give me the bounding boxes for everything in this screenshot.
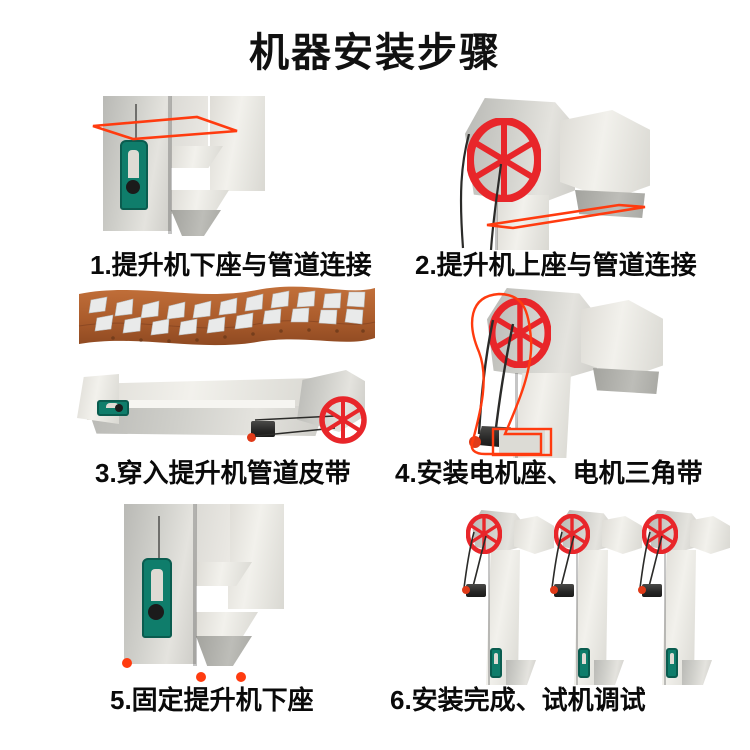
teal-tensioner bbox=[666, 648, 678, 678]
elevator-column-back bbox=[228, 504, 284, 609]
red-anchor-dot-left bbox=[122, 658, 132, 668]
step-panel-4: 4.安装电机座、电机三角带 bbox=[395, 278, 745, 493]
figure-bucket-belt-threading bbox=[75, 278, 390, 458]
elevator-unit-1 bbox=[450, 500, 560, 685]
boot-hopper bbox=[196, 636, 252, 666]
step-caption-3: 3.穿入提升机管道皮带 bbox=[95, 458, 351, 488]
elevator-boot-horizontal bbox=[77, 374, 119, 424]
motor-end-cap bbox=[550, 586, 558, 594]
step-panel-6: 6.安装完成、试机调试 bbox=[390, 500, 730, 715]
step-panel-1: 1.提升机下座与管道连接 bbox=[90, 90, 380, 290]
elevator-unit-3 bbox=[626, 500, 730, 685]
step-caption-5: 5.固定提升机下座 bbox=[110, 685, 314, 715]
figure-anchor-elevator-boot bbox=[110, 500, 390, 685]
leg-shadow bbox=[664, 550, 666, 685]
drive-belt-line bbox=[455, 134, 515, 250]
step-caption-4: 4.安装电机座、电机三角带 bbox=[395, 458, 703, 488]
leg-shadow bbox=[488, 550, 490, 685]
outlet-duct bbox=[602, 516, 642, 554]
red-anchor-dot-center bbox=[196, 672, 206, 682]
v-belt bbox=[460, 530, 498, 592]
outlet-duct bbox=[581, 300, 663, 378]
motor-end-cap bbox=[247, 433, 256, 442]
red-flange-highlight bbox=[90, 114, 240, 142]
motor-end-cap bbox=[638, 586, 646, 594]
outlet-duct-flange bbox=[593, 368, 659, 394]
discharge-chute-upper bbox=[171, 146, 223, 168]
step-panel-2: 2.提升机上座与管道连接 bbox=[415, 90, 745, 290]
step-panel-3: 3.穿入提升机管道皮带 bbox=[75, 278, 390, 493]
teal-tensioner bbox=[578, 648, 590, 678]
leg-shadow bbox=[576, 550, 578, 685]
step-caption-6: 6.安装完成、试机调试 bbox=[390, 685, 646, 715]
tensioner-rod bbox=[158, 516, 160, 558]
step-caption-1: 1.提升机下座与管道连接 bbox=[90, 250, 372, 280]
motor bbox=[642, 584, 662, 597]
boot-hopper bbox=[171, 210, 221, 236]
outlet-duct bbox=[560, 110, 650, 200]
discharge-chute-lower bbox=[196, 612, 258, 638]
elevator-unit-2 bbox=[538, 500, 648, 685]
boot-outlet bbox=[594, 660, 624, 685]
boot-outlet bbox=[506, 660, 536, 685]
red-mount-highlight bbox=[491, 426, 555, 458]
red-pulley-wheel bbox=[467, 118, 541, 202]
red-path-highlight bbox=[461, 290, 571, 458]
red-pulley-wheel bbox=[319, 396, 367, 444]
boot-edge-shadow bbox=[168, 96, 172, 234]
figure-installation-complete-trial-run bbox=[390, 500, 730, 685]
figure-elevator-boot-duct-connection bbox=[90, 90, 380, 250]
teal-tensioner bbox=[97, 400, 129, 416]
red-flange-highlight bbox=[483, 195, 648, 230]
tensioner-knob bbox=[115, 404, 123, 412]
figure-elevator-head-duct-connection bbox=[415, 90, 745, 250]
motor bbox=[466, 584, 486, 597]
red-anchor-dot-right bbox=[236, 672, 246, 682]
elevator-inspection-strip bbox=[115, 400, 295, 408]
bucket-belt bbox=[77, 280, 377, 358]
leg-shadow bbox=[515, 373, 518, 458]
tensioner-knob bbox=[126, 180, 140, 194]
step-panel-5: 5.固定提升机下座 bbox=[110, 500, 390, 715]
motor bbox=[251, 421, 275, 437]
elevator-column-back bbox=[210, 96, 265, 191]
outlet-duct bbox=[514, 516, 554, 554]
teal-tensioner bbox=[120, 140, 148, 210]
v-belt bbox=[636, 530, 674, 592]
tensioner-knob bbox=[148, 604, 164, 620]
page-title: 机器安装步骤 bbox=[249, 31, 501, 75]
motor bbox=[554, 584, 574, 597]
boot-edge-shadow bbox=[193, 504, 197, 666]
v-belt bbox=[548, 530, 586, 592]
figure-motor-mount-and-v-belt bbox=[395, 278, 745, 458]
outlet-duct bbox=[690, 516, 730, 554]
step-caption-2: 2.提升机上座与管道连接 bbox=[415, 250, 697, 280]
teal-tensioner bbox=[490, 648, 502, 678]
boot-outlet bbox=[682, 660, 712, 685]
motor-end-cap bbox=[462, 586, 470, 594]
teal-tensioner bbox=[142, 558, 172, 638]
